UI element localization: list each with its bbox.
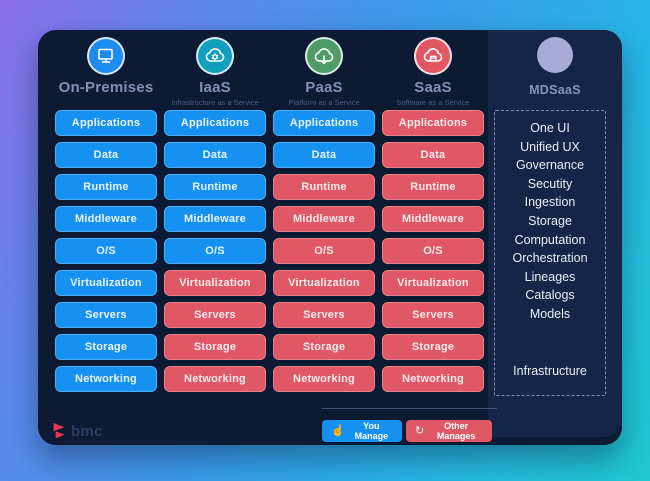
layer-networking: Networking bbox=[164, 366, 266, 392]
column-subtitle: Software as a Service bbox=[396, 98, 470, 107]
mdsaas-item-secutity: Secutity bbox=[527, 176, 573, 191]
circle-icon bbox=[537, 37, 573, 73]
mdsaas-item-computation: Computation bbox=[514, 232, 586, 247]
layer-middleware: Middleware bbox=[55, 206, 157, 232]
mdsaas-item-unified-ux: Unified UX bbox=[520, 139, 580, 154]
bmc-logo: bmc bbox=[52, 422, 103, 440]
column-header: SaaS Software as a Service bbox=[382, 36, 484, 110]
mdsaas-item-lineages: Lineages bbox=[524, 269, 576, 284]
layer-networking: Networking bbox=[55, 366, 157, 392]
layer-applications: Applications bbox=[273, 110, 375, 136]
layer-o-s: O/S bbox=[164, 238, 266, 264]
column-title: On-Premises bbox=[58, 79, 154, 96]
layer-networking: Networking bbox=[382, 366, 484, 392]
layer-data: Data bbox=[273, 142, 375, 168]
layer-servers: Servers bbox=[55, 302, 157, 328]
mdsaas-header: MDSaaS bbox=[488, 36, 622, 97]
mdsaas-item-models: Models bbox=[529, 306, 571, 321]
mdsaas-infrastructure-label: Infrastructure bbox=[513, 363, 587, 378]
layer-servers: Servers bbox=[164, 302, 266, 328]
layer-storage: Storage bbox=[55, 334, 157, 360]
cloud-app-icon bbox=[414, 37, 452, 75]
layer-runtime: Runtime bbox=[164, 174, 266, 200]
legend-divider bbox=[322, 408, 497, 409]
column-header: IaaS Infrastructure as a Service bbox=[164, 36, 266, 110]
layer-runtime: Runtime bbox=[55, 174, 157, 200]
layer-applications: Applications bbox=[164, 110, 266, 136]
column-title: IaaS bbox=[199, 79, 231, 96]
bmc-logo-text: bmc bbox=[71, 422, 103, 440]
layer-servers: Servers bbox=[382, 302, 484, 328]
mdsaas-item-one-ui: One UI bbox=[530, 121, 570, 135]
layer-virtualization: Virtualization bbox=[55, 270, 157, 296]
layer-applications: Applications bbox=[382, 110, 484, 136]
layer-virtualization: Virtualization bbox=[164, 270, 266, 296]
mdsaas-item-storage: Storage bbox=[528, 213, 572, 228]
layer-storage: Storage bbox=[164, 334, 266, 360]
column-header: On-Premises bbox=[55, 36, 157, 110]
you-manage-label: You Manage bbox=[354, 421, 389, 441]
layer-middleware: Middleware bbox=[164, 206, 266, 232]
layer-middleware: Middleware bbox=[382, 206, 484, 232]
column-title: PaaS bbox=[305, 79, 343, 96]
column-subtitle: Platform as a Service bbox=[288, 98, 360, 107]
pointing-hand-icon: ☝ bbox=[331, 424, 345, 437]
other-manages-button[interactable]: ↻ Other Manages bbox=[406, 420, 492, 442]
cloud-gear-icon bbox=[196, 37, 234, 75]
layer-o-s: O/S bbox=[382, 238, 484, 264]
layer-networking: Networking bbox=[273, 366, 375, 392]
layer-storage: Storage bbox=[382, 334, 484, 360]
mdsaas-item-catalogs: Catalogs bbox=[525, 288, 575, 303]
layer-servers: Servers bbox=[273, 302, 375, 328]
other-manages-label: Other Manages bbox=[436, 421, 476, 441]
mdsaas-item-ingestion: Ingestion bbox=[524, 195, 576, 210]
mdsaas-item-governance: Governance bbox=[515, 158, 585, 173]
layer-runtime: Runtime bbox=[273, 174, 375, 200]
layer-virtualization: Virtualization bbox=[273, 270, 375, 296]
desktop-icon bbox=[87, 37, 125, 75]
cloud-download-icon bbox=[305, 37, 343, 75]
layer-o-s: O/S bbox=[273, 238, 375, 264]
bmc-logo-icon bbox=[53, 423, 65, 439]
layer-virtualization: Virtualization bbox=[382, 270, 484, 296]
column-header: PaaS Platform as a Service bbox=[273, 36, 375, 110]
layer-storage: Storage bbox=[273, 334, 375, 360]
mdsaas-title: MDSaaS bbox=[529, 83, 581, 97]
layer-applications: Applications bbox=[55, 110, 157, 136]
layer-runtime: Runtime bbox=[382, 174, 484, 200]
layer-data: Data bbox=[164, 142, 266, 168]
column-subtitle: Infrastructure as a Service bbox=[171, 98, 259, 107]
column-title: SaaS bbox=[414, 79, 452, 96]
layer-data: Data bbox=[55, 142, 157, 168]
layer-data: Data bbox=[382, 142, 484, 168]
layer-middleware: Middleware bbox=[273, 206, 375, 232]
circular-arrows-icon: ↻ bbox=[415, 424, 425, 437]
you-manage-button[interactable]: ☝ You Manage bbox=[322, 420, 402, 442]
layer-o-s: O/S bbox=[55, 238, 157, 264]
mdsaas-panel-background bbox=[488, 30, 622, 437]
legend: ☝ You Manage ↻ Other Manages bbox=[322, 420, 492, 442]
mdsaas-item-orchestration: Orchestration bbox=[512, 251, 588, 266]
